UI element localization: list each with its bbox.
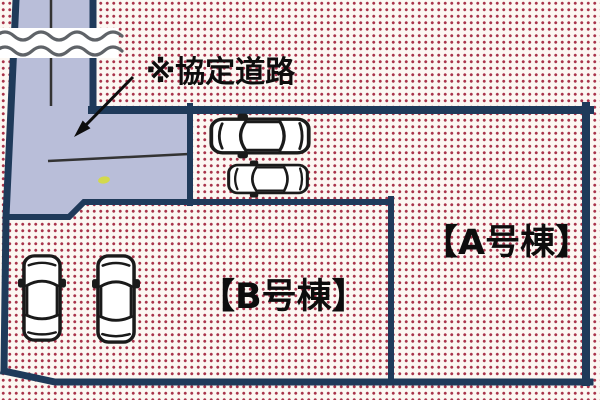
road-inner-boundary-line — [47, 152, 190, 163]
road-continuation-wave-icon — [0, 28, 124, 58]
car-top-view-icon — [16, 254, 68, 342]
agreement-road-label: ※協定道路 — [146, 55, 296, 90]
car-top-view-icon — [227, 159, 309, 199]
car-top-view-icon — [90, 254, 142, 344]
bottom-boundary — [0, 366, 594, 386]
yellow-survey-marker — [98, 176, 110, 184]
lot-a-label: 【A号棟】 — [423, 223, 591, 263]
leader-arrow-icon — [74, 75, 135, 137]
lot-boundary-lines — [0, 0, 594, 386]
lot-b-label: 【B号棟】 — [200, 277, 367, 317]
lot-b-top-boundary — [4, 199, 394, 220]
car-top-view-icon — [209, 112, 311, 160]
